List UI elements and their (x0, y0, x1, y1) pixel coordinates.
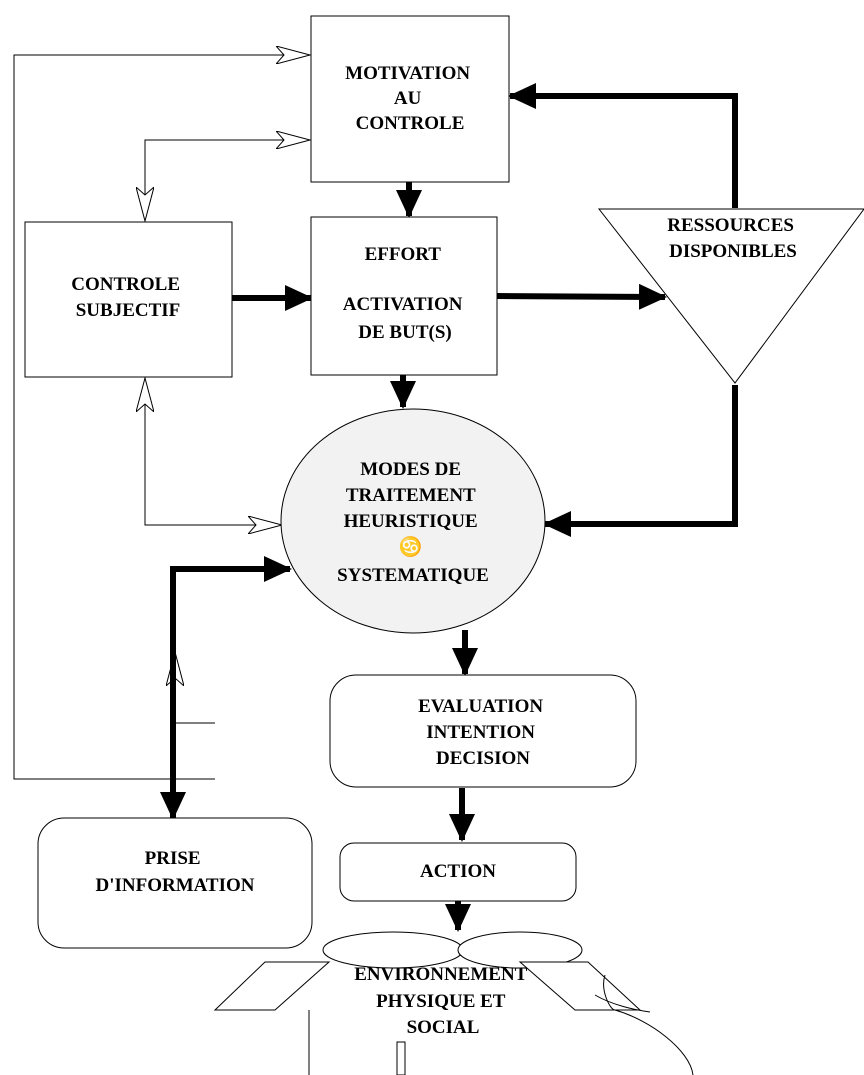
effort-label: EFFORT ACTIVATION DE BUT(S) (343, 244, 467, 343)
env-pole-center (396, 1041, 406, 1075)
ressources-to-modes-arrow (543, 385, 738, 537)
controle-modes-link (144, 400, 282, 525)
env-ellipse-right (457, 931, 583, 969)
ressources-label: RESSOURCES DISPONIBLES (667, 215, 798, 262)
prise-information-box (37, 817, 313, 949)
effort-to-ressources-arrow (496, 283, 667, 310)
environment-figure (213, 931, 694, 1075)
labels: MOTIVATION AU CONTROLE CONTROLE SUBJECTI… (71, 63, 798, 1038)
motivation-label: MOTIVATION AU CONTROLE (345, 63, 475, 134)
effort-box (310, 216, 498, 376)
env-shape-left (213, 961, 331, 1011)
controle-subjectif-box (24, 221, 233, 378)
controle-subjectif-label: CONTROLE SUBJECTIF (71, 274, 185, 321)
ressources-triangle (597, 208, 864, 384)
env-curve-small (594, 994, 651, 1013)
motivation-box (310, 15, 510, 183)
controle-motivation-link (144, 140, 310, 216)
env-curve-right (603, 974, 694, 1075)
modes-prise-double-arrow (170, 556, 292, 815)
modes-ellipse (280, 408, 546, 634)
prise-information-label: PRISE D'INFORMATION (95, 848, 254, 896)
thin-connectors (13, 55, 310, 780)
evaluation-box (329, 674, 637, 788)
ressources-to-motivation-arrow (508, 83, 738, 208)
evaluation-label: EVALUATION INTENTION DECISION (418, 696, 548, 769)
feedback-loop-to-motivation (13, 55, 310, 780)
action-box (339, 842, 577, 902)
env-ellipse-left (322, 931, 464, 969)
environnement-label: ENVIRONNEMENT PHYSIQUE ET SOCIAL (354, 964, 532, 1038)
env-shape-right (518, 961, 642, 1011)
bold-connectors (160, 83, 738, 932)
action-label: ACTION (420, 861, 496, 882)
env-to-prise-link (175, 652, 215, 724)
modes-label: MODES DE TRAITEMENT HEURISTIQUE ♋ SYSTEM… (337, 459, 489, 586)
